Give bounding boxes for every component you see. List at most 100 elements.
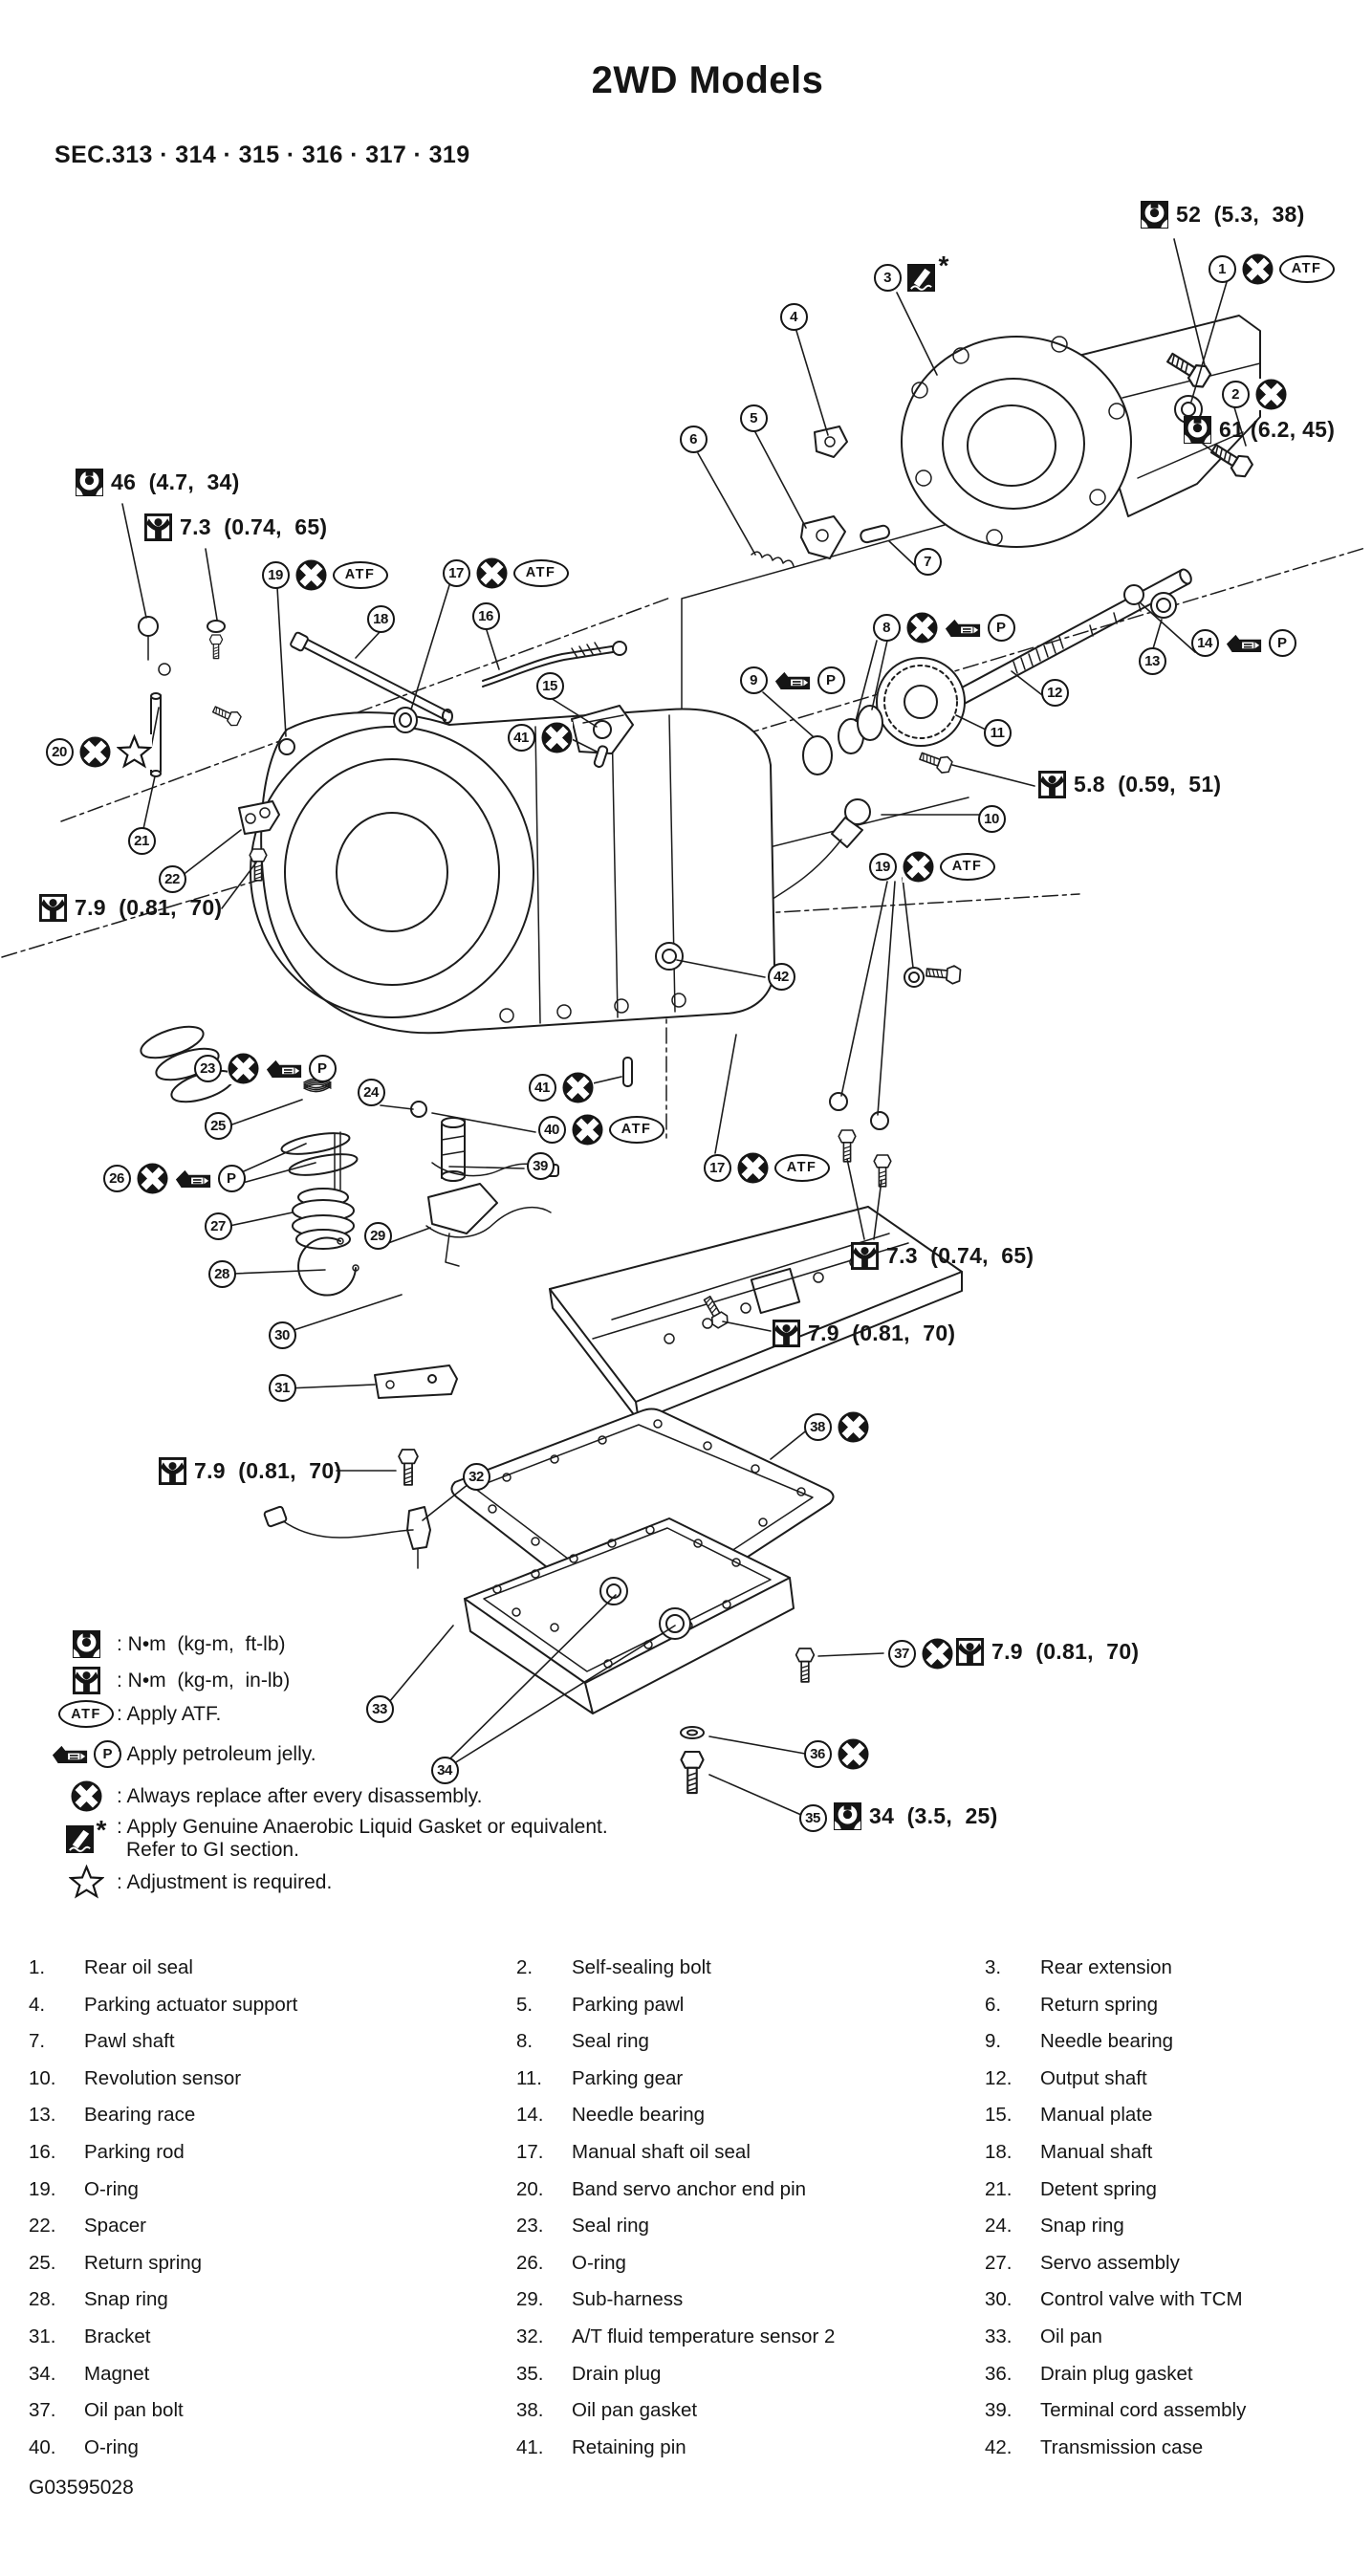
section-numbers: SEC.313 · 314 · 315 · 316 · 317 · 319 [54,142,470,168]
callout-group-13: 13 [1138,644,1166,677]
callout-group-31: 31 [268,1371,296,1404]
petroleum-p-icon: P [217,1164,246,1192]
part-number: 27. [985,2251,1013,2274]
torque-label: 46 (4.7, 34) [76,468,240,496]
callout-42: 42 [767,962,795,991]
callout-41: 41 [507,723,535,752]
callout-group-18: 18 [366,602,395,635]
part-label: Bracket [84,2325,151,2347]
part-number: 1. [29,1956,46,1978]
callout-31: 31 [268,1373,296,1402]
part-number: 5. [516,1993,534,2016]
petroleum-jelly-tube-icon [773,668,812,691]
part-item: 22.Spacer [29,2215,146,2238]
replace-x-icon [70,1780,102,1812]
callout-group-32: 32 [462,1460,490,1493]
part-item: 39.Terminal cord assembly [985,2399,1246,2422]
part-item: 9.Needle bearing [985,2030,1173,2053]
part-number: 17. [516,2141,544,2163]
part-label: Spacer [84,2215,146,2238]
part-label: Pawl shaft [84,2030,175,2053]
callout-19: 19 [868,852,897,881]
part-item: 37.Oil pan bolt [29,2399,184,2422]
torque-inlb-icon [159,1456,186,1485]
torque-inlb-icon [851,1241,879,1270]
torque-label: 5.8 (0.59, 51) [1038,770,1221,798]
replace-x-icon [736,1151,769,1184]
gasket-asterisk: * [96,1814,107,1845]
part-label: Rear oil seal [84,1956,193,1978]
torque-inlb-icon [956,1637,984,1666]
legend-icon: ATF [55,1700,117,1728]
callout-41: 41 [528,1073,556,1102]
part-label: Bearing race [84,2104,196,2127]
torque-value: 7.3 (0.74, 65) [886,1242,1034,1268]
callout-3: 3 [873,263,902,292]
callout-26: 26 [102,1164,131,1192]
part-number: 37. [29,2399,56,2422]
replace-x-icon [837,1410,869,1443]
callout-16: 16 [471,601,500,630]
petroleum-jelly-tube-icon [1224,631,1263,654]
torque-value: 7.9 (0.81, 70) [75,894,223,920]
callout-4: 4 [779,302,808,331]
legend-text: : N•m (kg-m, ft-lb) [117,1632,286,1655]
part-label: Band servo anchor end pin [572,2177,807,2200]
part-number: 32. [516,2325,544,2347]
part-item: 13.Bearing race [29,2104,195,2127]
part-label: Parking pawl [572,1993,685,2016]
atf-icon: ATF [512,558,569,587]
callout-group-26: 26 P [102,1162,246,1194]
part-item: 19.O-ring [29,2178,139,2201]
torque-label: 34 (3.5, 25) [834,1801,998,1830]
part-number: 8. [516,2030,534,2053]
callout-15: 15 [535,671,564,700]
part-item: 42.Transmission case [985,2436,1203,2459]
legend-icon: P [51,1740,121,1768]
part-label: Drain plug gasket [1040,2362,1193,2385]
replace-x-icon [837,1737,869,1770]
part-number: 36. [985,2362,1013,2385]
callout-group-37: 37 [887,1637,953,1670]
part-item: 24.Snap ring [985,2215,1124,2238]
petroleum-jelly-tube-icon [264,1057,303,1080]
liquid-gasket-icon [65,1824,94,1853]
legend-text: : Apply Genuine Anaerobic Liquid Gasket … [117,1816,608,1838]
part-item: 41.Retaining pin [516,2436,686,2459]
atf-icon: ATF [1278,254,1335,283]
legend-row-atf: ATF: Apply ATF. [55,1700,221,1728]
part-item: 38.Oil pan gasket [516,2399,697,2422]
part-label: Terminal cord assembly [1040,2399,1247,2422]
callout-group-6: 6 [679,423,708,455]
torque-inlb-icon [1038,770,1066,798]
part-item: 31.Bracket [29,2325,151,2348]
callout-group-29: 29 [363,1219,392,1252]
torque-inlb-icon [39,893,67,922]
part-item: 1. Rear oil seal [29,1956,193,1979]
callout-group-7: 7 [913,545,942,578]
callout-group-36: 36 [803,1737,869,1770]
part-item: 12.Output shaft [985,2067,1147,2090]
part-number: 3. [985,1956,1002,1978]
callout-21: 21 [127,826,156,855]
callout-23: 23 [193,1054,222,1082]
torque-ftlb-icon [1141,200,1168,229]
petroleum-p-icon: P [94,1740,121,1768]
legend-row-x: : Always replace after every disassembly… [55,1780,482,1812]
replace-x-icon [540,721,573,753]
callout-group-27: 27 [204,1210,232,1242]
part-number: 16. [29,2141,56,2163]
part-item: 20.Band servo anchor end pin [516,2178,806,2201]
replace-x-icon [78,735,111,768]
torque-value: 61 (6.2, 45) [1219,416,1336,442]
callout-group-42: 42 [767,960,795,993]
callout-11: 11 [983,718,1012,747]
callout-18: 18 [366,604,395,633]
callout-13: 13 [1138,646,1166,675]
part-item: 10.Revolution sensor [29,2067,241,2090]
legend-text: : N•m (kg-m, in-lb) [117,1669,291,1692]
